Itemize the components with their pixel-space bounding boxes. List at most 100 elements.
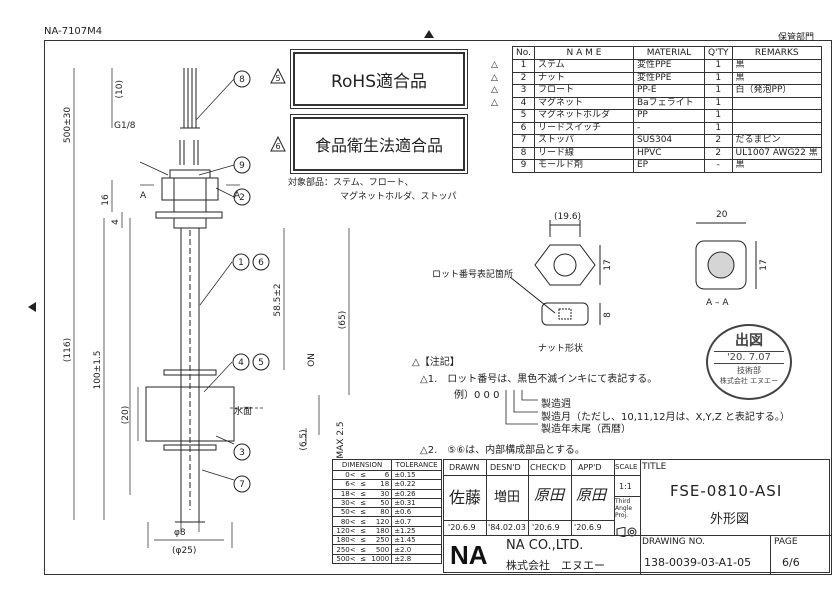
title-block: DRAWN DESN'D CHECK'D APP'D 佐藤 増田 原田 原田 '… [443,459,831,574]
dim-585: 58.5±2 [273,283,283,316]
food-stamp: 食品衛生法適合品 [290,114,468,174]
balloon-9-label: 9 [239,161,245,171]
balloon-2-label: 2 [239,193,245,203]
nut-width-label: (19.6) [554,212,581,222]
check-label: CHECK'D [530,463,566,472]
lot-month: 製造月（ただし、10,11,12月は、X,Y,Z と表記する。） [541,412,790,423]
tolerance-cell: ±0.26 [391,488,442,499]
drawing-type: 外形図 [710,512,750,527]
nut-hex [534,244,596,286]
note-triangle-icon: △ [412,357,420,368]
balloon-4 [232,353,250,371]
balloon-1-label: 1 [238,258,244,268]
tolerance-cell: 250< [331,544,358,555]
tolerance-cell: 180< [331,535,358,546]
tolerance-cell: 6 [368,469,393,481]
parts-cell-no: 3 [512,84,535,98]
parts-cell-no: 4 [512,96,535,110]
notes-title: 【注記】 [419,357,460,368]
tolerance-cell: ≤ [357,469,369,481]
lot-week: 製造週 [541,399,571,410]
design-signature: 増田 [494,490,521,505]
nut-outline [161,177,219,201]
parts-cell-name: ナット [533,71,634,85]
tolerance-cell: ≤ [357,516,369,527]
tolerance-row: 30<≤50±0.31 [331,497,442,509]
tolerance-row: 0<≤6±0.15 [331,469,442,481]
rohs-stamp: RoHS適合品 [290,49,468,109]
parts-cell-no: 8 [512,146,535,160]
page-label: PAGE [774,537,798,547]
parts-table-header: No. N A M E MATERIAL Q'TY REMARKS [488,46,823,60]
drawn-signature: 佐藤 [449,488,482,507]
balloon-3 [233,443,251,461]
stamp-title: 出図 [735,333,763,349]
note-triangle-icon: △ [420,445,428,456]
dim-16: 16 [101,194,111,206]
lot-location-label: ロット番号表記箇所 [432,268,513,280]
parts-cell-qty: 1 [703,109,733,123]
parts-cell-no: 1 [512,59,535,73]
department-label: 保管部門 [778,33,815,43]
rev-mark-5: 5 [275,74,280,83]
parts-cell-no: 2 [512,71,535,85]
logo-text: NA [450,540,488,568]
revision-triangle-icon: △ [491,85,498,96]
parts-cell-qty: 2 [703,134,733,148]
company-name-jp: 株式会社 エヌエー [506,559,605,572]
tolerance-cell: ≤ [357,525,369,537]
tol-header-dimension: DIMENSION [331,459,393,471]
tolerance-cell: ±1.25 [391,525,442,537]
revision-triangle-icon: △ [491,60,498,71]
tolerance-cell: ≤ [357,553,369,564]
title-label: TITLE [642,462,667,472]
tolerance-cell: ±2.8 [391,553,442,564]
tolerance-cell: 30< [331,497,358,509]
tolerance-row: 18<≤30±0.26 [331,488,442,499]
note-2: △2. ⑤⑥は、内部構成部品とする。 [420,445,585,456]
dim-100: 100±1.5 [93,350,103,389]
tolerance-row: 180<≤250±1.45 [331,535,442,546]
parts-cell-no: 7 [512,134,535,148]
col-no: No. [512,46,535,60]
parts-cell-remarks: UL1007 AWG22 黒 [731,146,823,160]
scale-value: 1:1 [619,482,632,491]
parts-cell-material: PP-E [632,84,705,98]
dim-116: (116) [63,338,73,362]
revision-triangle-icon: △ [491,72,498,83]
parts-cell-qty: - [703,159,733,173]
nut-shape-label: ナット形状 [538,342,583,354]
parts-cell-no: 9 [512,159,535,173]
float-switch-drawing: 8 9 2 1 6 4 5 3 7 G1/8 A A 水面 φ8 (φ25) (… [63,68,350,556]
parts-cell-qty: 2 [703,146,733,160]
aa-section-label: A – A [706,298,729,308]
parts-cell-qty: 1 [703,59,733,73]
balloon-5 [252,353,270,371]
tolerance-cell: 50 [368,497,393,509]
balloon-2 [233,188,251,206]
tolerance-cell: 180 [368,525,393,537]
notes-section: △【注記】 △1. ロット番号は、黒色不滅インキにて表記する。 例）0 0 0 [412,353,712,401]
drawing-no: 138-0039-03-A1-05 [644,556,752,569]
parts-cell-name: リードスイッチ [533,121,634,135]
dim-4: 4 [111,219,121,225]
parts-cell-name: マグネット [533,96,634,110]
parts-cell-qty: 1 [703,96,733,110]
tolerance-cell: 250 [368,535,393,546]
nut-thick-label: 8 [603,312,613,318]
balloon-7 [233,475,251,493]
tolerance-cell: 80< [331,516,358,527]
parts-cell-material: 変性PPE [632,59,705,73]
stamp-date: '20. 7.07 [714,351,784,364]
tolerance-row: 50<≤80±0.6 [331,507,442,518]
balloon-6 [252,253,270,271]
parts-cell-remarks [731,96,823,110]
lot-digits: 0 0 0 [474,390,500,401]
part-balloons [232,70,270,493]
tolerance-cell: 120 [368,516,393,527]
